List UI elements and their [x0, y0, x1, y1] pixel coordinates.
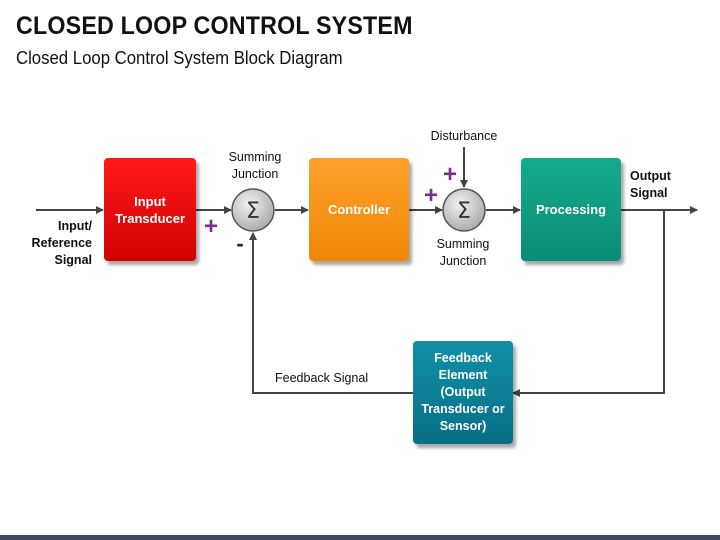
sum2-plus-left-sign: +	[424, 182, 438, 209]
feedback-element-label: Feedback Element (Output Transducer or S…	[421, 351, 505, 433]
processing-label: Processing	[535, 202, 607, 217]
summing-junction-1-label: Summing Junction	[228, 150, 282, 181]
summing-junction-2-label: Summing Junction	[436, 237, 490, 268]
feedback-to-sum1-line	[249, 232, 413, 394]
sum2-plus-top-sign: +	[443, 161, 457, 188]
input-signal-label: Input/ Reference Signal	[31, 219, 92, 267]
controller-label: Controller	[327, 202, 391, 217]
page-subtitle: Closed Loop Control System Block Diagram	[16, 48, 343, 68]
sigma-symbol: Σ	[246, 199, 260, 224]
footer-bar	[0, 535, 720, 540]
input-transducer-label: Input Transducer	[114, 193, 186, 226]
output-to-feedback-line	[512, 210, 665, 397]
feedback-signal-label: Feedback Signal	[275, 371, 369, 385]
summing-junction-2: Σ	[442, 188, 486, 232]
disturbance-label: Disturbance	[430, 129, 498, 143]
input-transducer-block: Input Transducer	[104, 158, 196, 261]
controller-block: Controller	[309, 158, 409, 261]
processing-block: Processing	[521, 158, 621, 261]
page-title: CLOSED LOOP CONTROL SYSTEM	[16, 12, 413, 40]
output-signal-label: Output Signal	[630, 169, 671, 200]
feedback-element-block: Feedback Element (Output Transducer or S…	[413, 341, 513, 444]
sum1-minus-sign: -	[236, 231, 243, 256]
summing-junction-1: Σ	[231, 188, 275, 232]
sum1-plus-sign: +	[204, 213, 218, 240]
sigma-symbol: Σ	[457, 199, 471, 224]
